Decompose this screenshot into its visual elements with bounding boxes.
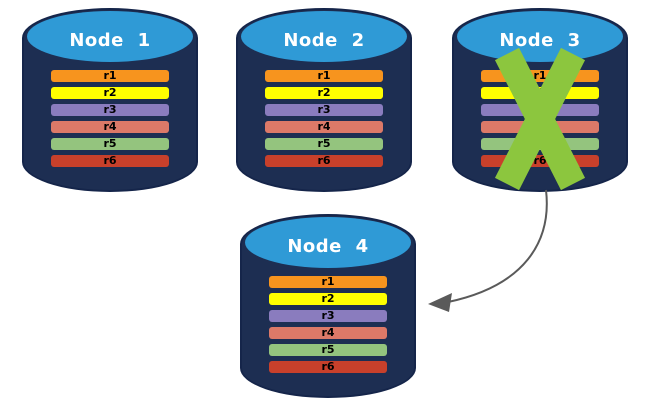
replica-bar: r1 xyxy=(265,70,383,82)
replica-bar: r3 xyxy=(265,104,383,116)
replica-bar: r1 xyxy=(51,70,169,82)
replica-stack: r1 r2 r3 r4 r5 r6 xyxy=(51,70,169,167)
replica-bar: r4 xyxy=(269,327,387,339)
replica-stack: r1 r2 r3 r4 r5 r6 xyxy=(269,276,387,373)
replica-bar: r4 xyxy=(265,121,383,133)
replica-bar: r3 xyxy=(51,104,169,116)
cylinder-top: Node 1 xyxy=(27,11,193,62)
cylinder-top: Node 3 xyxy=(457,11,623,62)
node-1: Node 1 r1 r2 r3 r4 r5 r6 xyxy=(22,8,198,192)
replication-arrow-line xyxy=(447,189,548,303)
node-label: Node 1 xyxy=(69,29,151,51)
replica-bar: r5 xyxy=(269,344,387,356)
replica-bar: r3 xyxy=(269,310,387,322)
replica-bar: r2 xyxy=(269,293,387,305)
node-label: Node 3 xyxy=(499,29,581,51)
replication-arrowhead-icon xyxy=(428,293,452,312)
failure-cross-icon xyxy=(494,47,586,191)
node-label: Node 2 xyxy=(283,29,365,51)
replica-bar: r5 xyxy=(51,138,169,150)
replica-bar: r2 xyxy=(51,87,169,99)
replica-bar: r4 xyxy=(51,121,169,133)
replica-bar: r1 xyxy=(269,276,387,288)
node-label: Node 4 xyxy=(287,235,369,257)
replica-stack: r1 r2 r3 r4 r5 r6 xyxy=(265,70,383,167)
node-4: Node 4 r1 r2 r3 r4 r5 r6 xyxy=(240,214,416,398)
cylinder-top: Node 2 xyxy=(241,11,407,62)
replica-bar: r6 xyxy=(269,361,387,373)
replica-bar: r5 xyxy=(265,138,383,150)
replica-bar: r2 xyxy=(265,87,383,99)
replica-bar: r6 xyxy=(265,155,383,167)
cylinder-top: Node 4 xyxy=(245,217,411,268)
node-2: Node 2 r1 r2 r3 r4 r5 r6 xyxy=(236,8,412,192)
node-3: Node 3 r1 r2 r3 r4 r5 r6 xyxy=(452,8,628,192)
replica-bar: r6 xyxy=(51,155,169,167)
